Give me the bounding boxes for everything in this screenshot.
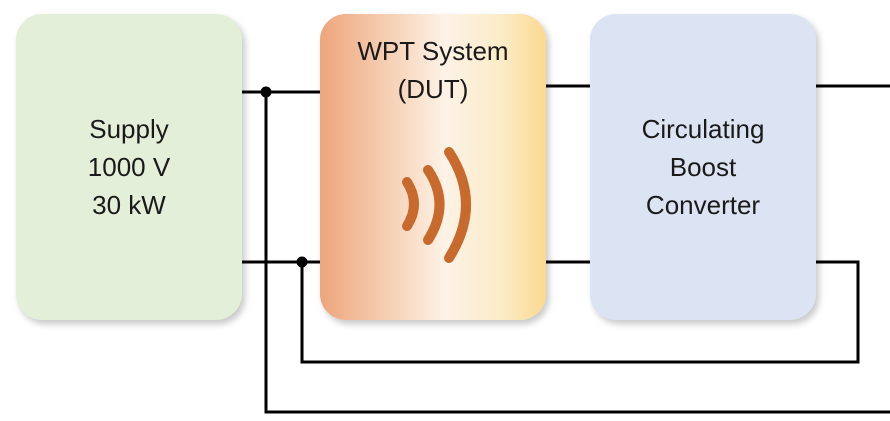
wpt-label-line-1: WPT System <box>357 36 509 66</box>
supply-block: Supply 1000 V 30 kW <box>16 14 242 320</box>
supply-label-line-1: Supply <box>89 114 169 144</box>
converter-label-line-2: Boost <box>669 152 737 182</box>
wpt-system-block: WPT System (DUT) <box>320 14 546 320</box>
supply-power-label: 30 kW <box>92 190 166 220</box>
supply-voltage-label: 1000 V <box>87 152 171 182</box>
junction-dot-top <box>260 86 272 98</box>
wire-converter-return-loop <box>300 260 860 364</box>
wireless-signal-icon <box>402 147 471 263</box>
junction-dot-bottom <box>296 256 308 268</box>
converter-label-line-1: Circulating <box>641 114 765 144</box>
wire-top-return-loop <box>264 92 890 414</box>
converter-label-line-3: Converter <box>645 190 761 220</box>
wpt-label-line-2: (DUT) <box>397 74 469 104</box>
converter-block: Circulating Boost Converter <box>590 14 816 320</box>
